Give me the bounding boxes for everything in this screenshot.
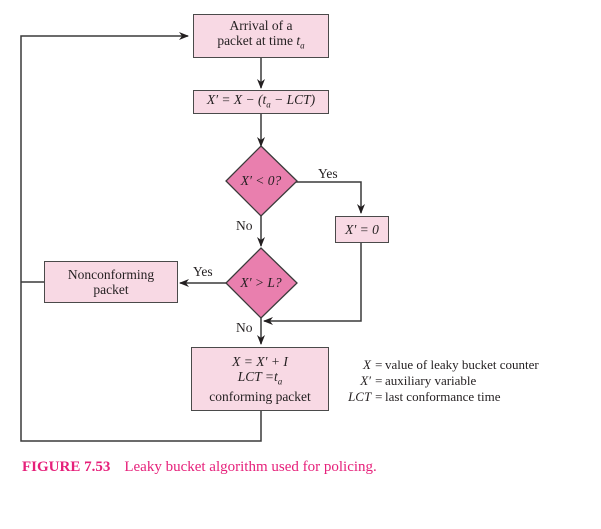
compute-text: X′ = X − (ta − LCT) (206, 91, 316, 110)
conforming-line2: LCT =ta (237, 368, 283, 387)
edge-label-d2-yes: Yes (193, 264, 213, 279)
conforming-line1: X = X′ + I (232, 353, 288, 369)
figure-caption: FIGURE 7.53 Leaky bucket algorithm used f… (22, 459, 377, 476)
edge-label-d1-no: No (236, 218, 253, 233)
legend-row: X′ =auxiliary variable (360, 373, 477, 388)
nonconforming-line1: Nonconforming (67, 267, 155, 282)
conforming-line3: conforming packet (209, 389, 311, 405)
legend: X =value of leaky bucket counter X′ =aux… (335, 357, 539, 405)
legend-row: X =value of leaky bucket counter (363, 357, 539, 372)
edge-label-d1-yes: Yes (318, 166, 338, 181)
edge-label-d2-no: No (236, 320, 253, 335)
reset-box: X′ = 0 (335, 216, 389, 243)
reset-text: X′ = 0 (345, 222, 379, 237)
conforming-box: X = X′ + I LCT =ta conforming packet (191, 347, 329, 411)
nonconforming-box: Nonconforming packet (44, 261, 178, 303)
arrival-box: Arrival of a packet at time ta (193, 14, 329, 58)
legend-row: LCT =last conformance time (348, 389, 501, 404)
arrival-line1: Arrival of a (229, 18, 293, 34)
decision-diamond-2 (225, 247, 298, 319)
caption-text: Leaky bucket algorithm used for policing… (124, 459, 377, 475)
decision2-text: X′ > L? (240, 275, 282, 290)
compute-box: X′ = X − (ta − LCT) (193, 90, 329, 114)
caption-label: FIGURE 7.53 (22, 459, 111, 475)
arrival-line2: packet at time ta (217, 33, 305, 51)
nonconforming-line2: packet (93, 282, 129, 297)
decision-diamond-1 (225, 145, 298, 217)
decision1-text: X′ < 0? (240, 173, 282, 188)
loop-back-line (20, 32, 262, 442)
arrow-d1-yes (296, 181, 365, 214)
arrow-reset-merge (263, 243, 362, 325)
